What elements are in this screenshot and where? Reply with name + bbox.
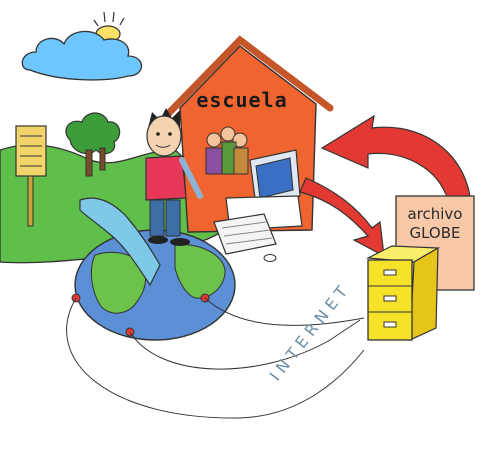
archive-label: archivo GLOBE bbox=[398, 205, 472, 243]
filing-cabinet-icon bbox=[365, 245, 441, 341]
student-icon bbox=[145, 108, 203, 246]
tree-icon bbox=[65, 112, 121, 177]
continent-shape bbox=[90, 251, 146, 314]
people-group-icon bbox=[205, 126, 249, 175]
connection-lines bbox=[66, 297, 365, 419]
computer-icon bbox=[213, 149, 303, 262]
archive-label-line1: archivo bbox=[407, 205, 463, 223]
cloud-icon bbox=[21, 30, 143, 81]
return-arrow-icon bbox=[320, 114, 471, 201]
school-label: escuela bbox=[196, 88, 288, 112]
archive-label-line2: GLOBE bbox=[409, 224, 461, 242]
river-shape bbox=[79, 197, 161, 287]
signpost-icon bbox=[15, 125, 47, 227]
upload-arrow-icon bbox=[299, 177, 385, 258]
continent-shape bbox=[174, 243, 226, 299]
